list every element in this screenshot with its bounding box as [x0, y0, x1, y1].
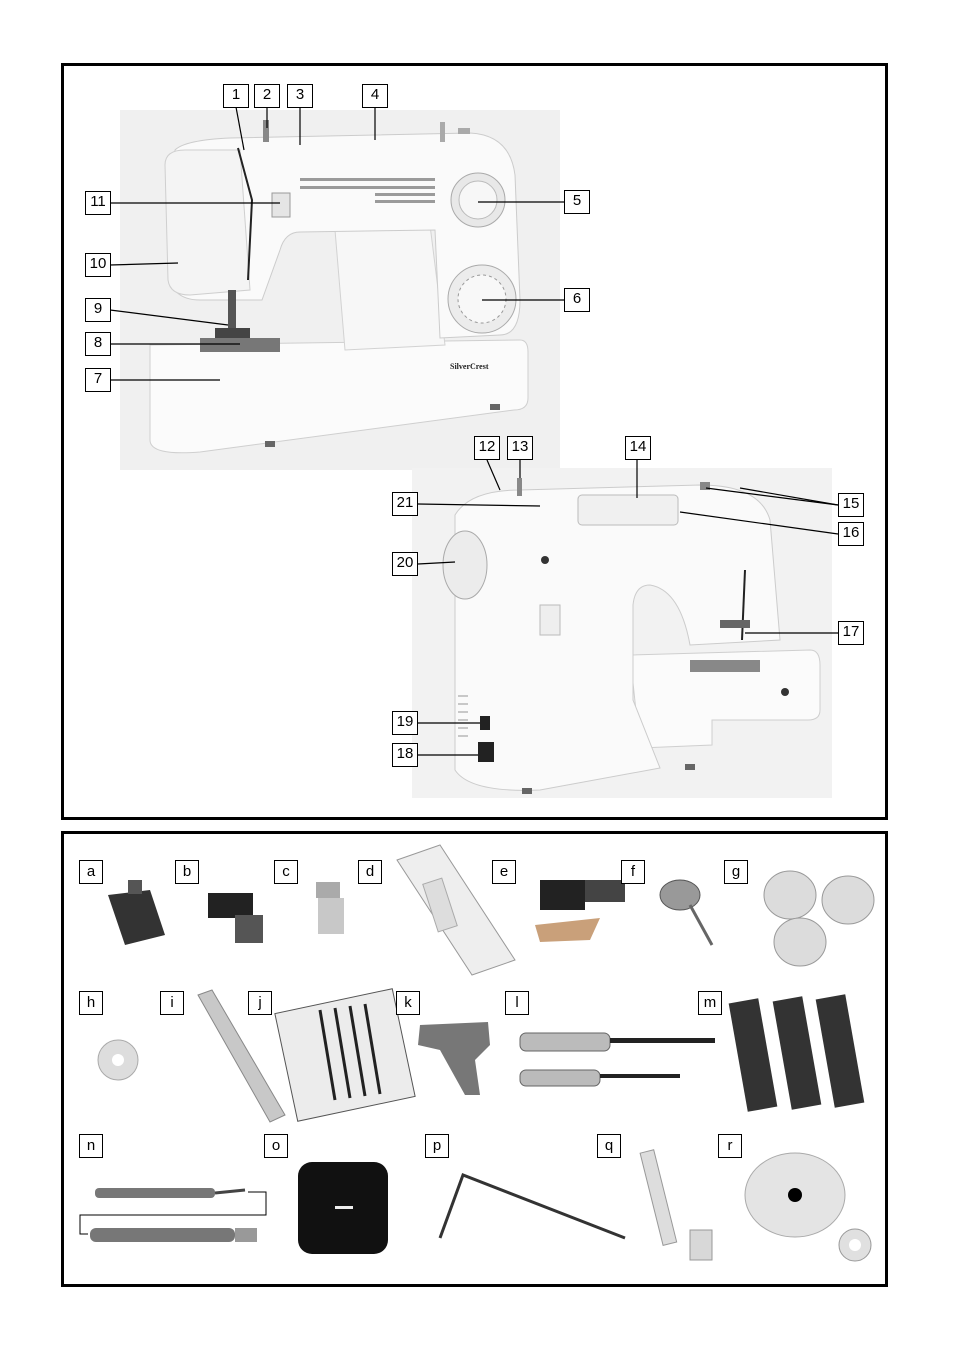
label-1: 1: [223, 84, 249, 108]
label-13: 13: [507, 436, 533, 460]
label-3: 3: [287, 84, 313, 108]
l-tool-illustration: [438, 1173, 626, 1240]
label-12: 12: [474, 436, 500, 460]
label-15: 15: [838, 493, 864, 517]
bobbins-illustration: [763, 870, 875, 967]
buttonhole-foot-illustration: [396, 844, 516, 976]
label-k: k: [396, 991, 420, 1015]
label-f: f: [621, 860, 645, 884]
thread-spools-illustration: [728, 994, 865, 1112]
needle-pack-illustration: [274, 988, 416, 1122]
label-q: q: [597, 1134, 621, 1158]
label-2: 2: [254, 84, 280, 108]
label-c: c: [274, 860, 298, 884]
label-n: n: [79, 1134, 103, 1158]
label-11: 11: [85, 191, 111, 215]
label-9: 9: [85, 298, 111, 322]
needle-threader-illustration: [659, 879, 714, 946]
label-19: 19: [392, 711, 418, 735]
presser-foot-a-illustration: [108, 880, 165, 945]
brand-logo: SilverCrest: [450, 362, 489, 371]
label-p: p: [425, 1134, 449, 1158]
label-20: 20: [392, 552, 418, 576]
spool-cap-illustration: [744, 1152, 872, 1262]
seam-guide-illustration: [418, 1022, 490, 1095]
label-6: 6: [564, 288, 590, 312]
spool-pin-illustration: [639, 1149, 713, 1261]
label-l: l: [505, 991, 529, 1015]
label-j: j: [248, 991, 272, 1015]
label-17: 17: [838, 621, 864, 645]
label-10: 10: [85, 253, 111, 277]
label-14: 14: [625, 436, 651, 460]
accessory-illustrations: [79, 844, 875, 1262]
label-r: r: [718, 1134, 742, 1158]
label-4: 4: [362, 84, 388, 108]
label-7: 7: [85, 368, 111, 392]
sewing-machine-front-illustration: [120, 110, 560, 470]
label-16: 16: [838, 522, 864, 546]
presser-foot-c-illustration: [316, 882, 344, 934]
cleaning-brush-illustration: [197, 989, 286, 1123]
label-5: 5: [564, 190, 590, 214]
label-g: g: [724, 860, 748, 884]
label-o: o: [264, 1134, 288, 1158]
label-h: h: [79, 991, 103, 1015]
label-8: 8: [85, 332, 111, 356]
label-e: e: [492, 860, 516, 884]
label-d: d: [358, 860, 382, 884]
leader-lines: [109, 106, 839, 756]
label-18: 18: [392, 743, 418, 767]
label-m: m: [698, 991, 722, 1015]
label-i: i: [160, 991, 184, 1015]
screwdrivers-illustration: [519, 1032, 715, 1087]
label-21: 21: [392, 492, 418, 516]
darning-foot-illustration: [535, 880, 625, 942]
label-a: a: [79, 860, 103, 884]
presser-foot-b-illustration: [208, 893, 263, 943]
felt-washer-illustration: [97, 1039, 139, 1081]
seam-ripper-illustration: [79, 1188, 267, 1242]
foot-pedal-illustration: [298, 1162, 388, 1254]
label-b: b: [175, 860, 199, 884]
